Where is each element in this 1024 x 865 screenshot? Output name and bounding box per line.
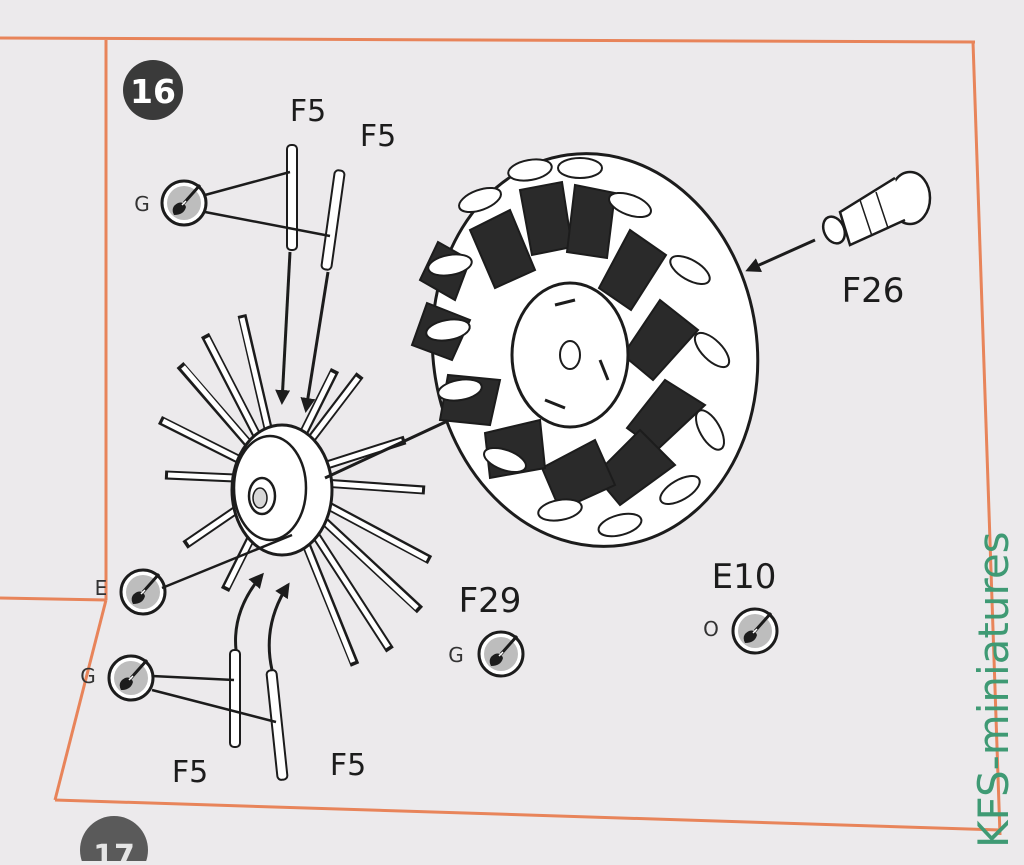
paint-code-crankcase: E <box>95 576 108 600</box>
label-f29: F29 <box>459 581 522 621</box>
label-e10: E10 <box>712 557 777 597</box>
radial-engine <box>410 152 760 548</box>
paint-leader-crankcase <box>161 533 293 590</box>
step-number: 16 <box>130 72 176 111</box>
paint-brush-icon <box>107 654 155 702</box>
label-f26: F26 <box>842 271 905 311</box>
label-f5-top-right: F5 <box>360 119 396 154</box>
push-rod-crankcase <box>157 313 433 667</box>
push-rod-bottom-right <box>265 669 289 781</box>
paint-leader-lines-top <box>204 170 331 238</box>
paint-leader-lines-bottom <box>151 674 277 724</box>
paint-code-f29: G <box>448 643 464 667</box>
paint-code-e10: O <box>703 617 719 641</box>
push-rod-top-right <box>320 169 346 271</box>
label-f5-bottom-right: F5 <box>330 748 366 783</box>
prop-shaft <box>821 170 932 247</box>
next-step-number: 17 <box>93 839 135 861</box>
assembly-arrows-bottom <box>234 572 290 671</box>
assembly-arrow-f26 <box>745 238 816 272</box>
paint-brush-icon <box>477 630 525 678</box>
page-frame <box>0 36 1002 836</box>
label-f5-bottom-left: F5 <box>172 755 208 790</box>
paint-brush-icon <box>119 568 167 616</box>
label-f5-top-left: F5 <box>290 94 326 129</box>
paint-brush-icon <box>160 179 208 227</box>
next-step-badge: 17 <box>80 816 148 865</box>
push-rod-bottom-left <box>229 649 241 748</box>
paint-code-top-rods: G <box>134 192 150 216</box>
push-rod-top-left <box>286 144 298 251</box>
watermark: KFS-miniatures <box>969 531 1018 848</box>
assembly-arrows-top <box>275 251 330 413</box>
step-badge: 16 <box>123 60 183 120</box>
paint-brush-icon <box>731 607 779 655</box>
paint-code-bottom-rods: G <box>80 664 96 688</box>
